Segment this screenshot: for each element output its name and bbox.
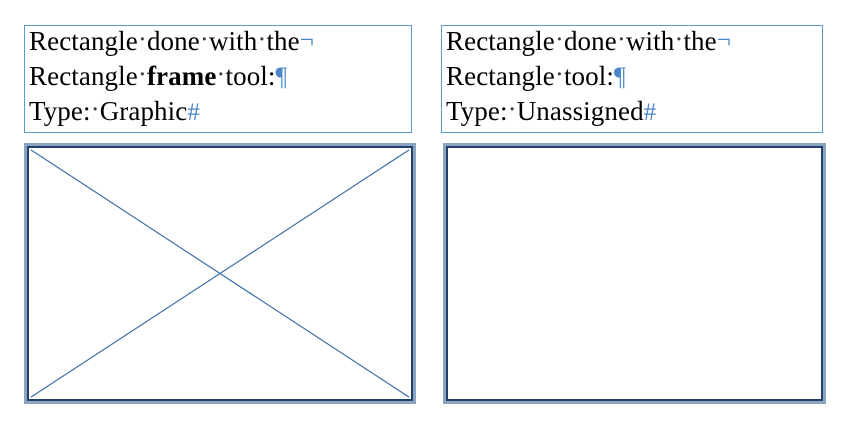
- text-line: Type:·Unassigned#: [446, 94, 864, 129]
- text-run: Graphic: [99, 96, 188, 126]
- space-mark: ·: [616, 24, 626, 55]
- text-run: the: [266, 26, 300, 56]
- text-run: Rectangle: [29, 26, 138, 56]
- paragraph-return-icon: ¶: [275, 62, 288, 91]
- space-mark: ·: [216, 59, 226, 90]
- text-run: Type:: [29, 96, 91, 126]
- story-text-left: Rectangle·done·with·the¬ Rectangle·frame…: [29, 24, 449, 129]
- space-mark: ·: [90, 94, 100, 125]
- text-run: Rectangle: [29, 61, 138, 91]
- text-run: with: [625, 26, 675, 56]
- text-line: Rectangle·done·with·the¬: [29, 24, 449, 59]
- graphic-frame-inner-stroke: [27, 146, 413, 401]
- unassigned-frame-rectangle[interactable]: [443, 143, 826, 404]
- space-mark: ·: [507, 94, 517, 125]
- text-line: Rectangle·done·with·the¬: [446, 24, 864, 59]
- text-run: Unassigned: [516, 96, 644, 126]
- forced-line-break-icon: ¬: [299, 26, 314, 54]
- text-run: Rectangle: [446, 61, 555, 91]
- text-run: the: [683, 26, 717, 56]
- text-line: Rectangle·tool:¶: [446, 59, 864, 94]
- paragraph-return-icon: ¶: [613, 62, 626, 91]
- text-run: with: [208, 26, 258, 56]
- text-line: Type:·Graphic#: [29, 94, 449, 129]
- end-of-story-icon: #: [187, 99, 200, 126]
- space-mark: ·: [257, 24, 267, 55]
- forced-line-break-icon: ¬: [716, 26, 731, 54]
- end-of-story-icon: #: [643, 99, 657, 126]
- text-line: Rectangle·frame·tool:¶: [29, 59, 449, 94]
- space-mark: ·: [199, 24, 209, 55]
- text-run: done: [563, 26, 617, 56]
- space-mark: ·: [674, 24, 684, 55]
- caption-text-frame-left[interactable]: Rectangle·done·with·the¬ Rectangle·frame…: [24, 24, 412, 133]
- space-mark: ·: [137, 59, 147, 90]
- text-run: tool:: [225, 61, 276, 91]
- graphic-frame-rectangle[interactable]: [24, 143, 416, 404]
- text-run: Rectangle: [446, 26, 555, 56]
- space-mark: ·: [137, 24, 147, 55]
- space-mark: ·: [554, 24, 564, 55]
- graphic-frame-cross-icon: [30, 149, 410, 398]
- text-run: done: [146, 26, 200, 56]
- text-run: Type:: [446, 96, 508, 126]
- text-run-bold: frame: [146, 61, 217, 91]
- caption-text-frame-right[interactable]: Rectangle·done·with·the¬ Rectangle·tool:…: [441, 24, 823, 133]
- unassigned-frame-inner-stroke: [446, 146, 823, 401]
- story-text-right: Rectangle·done·with·the¬ Rectangle·tool:…: [446, 24, 864, 129]
- space-mark: ·: [554, 59, 564, 90]
- text-run: tool:: [563, 61, 614, 91]
